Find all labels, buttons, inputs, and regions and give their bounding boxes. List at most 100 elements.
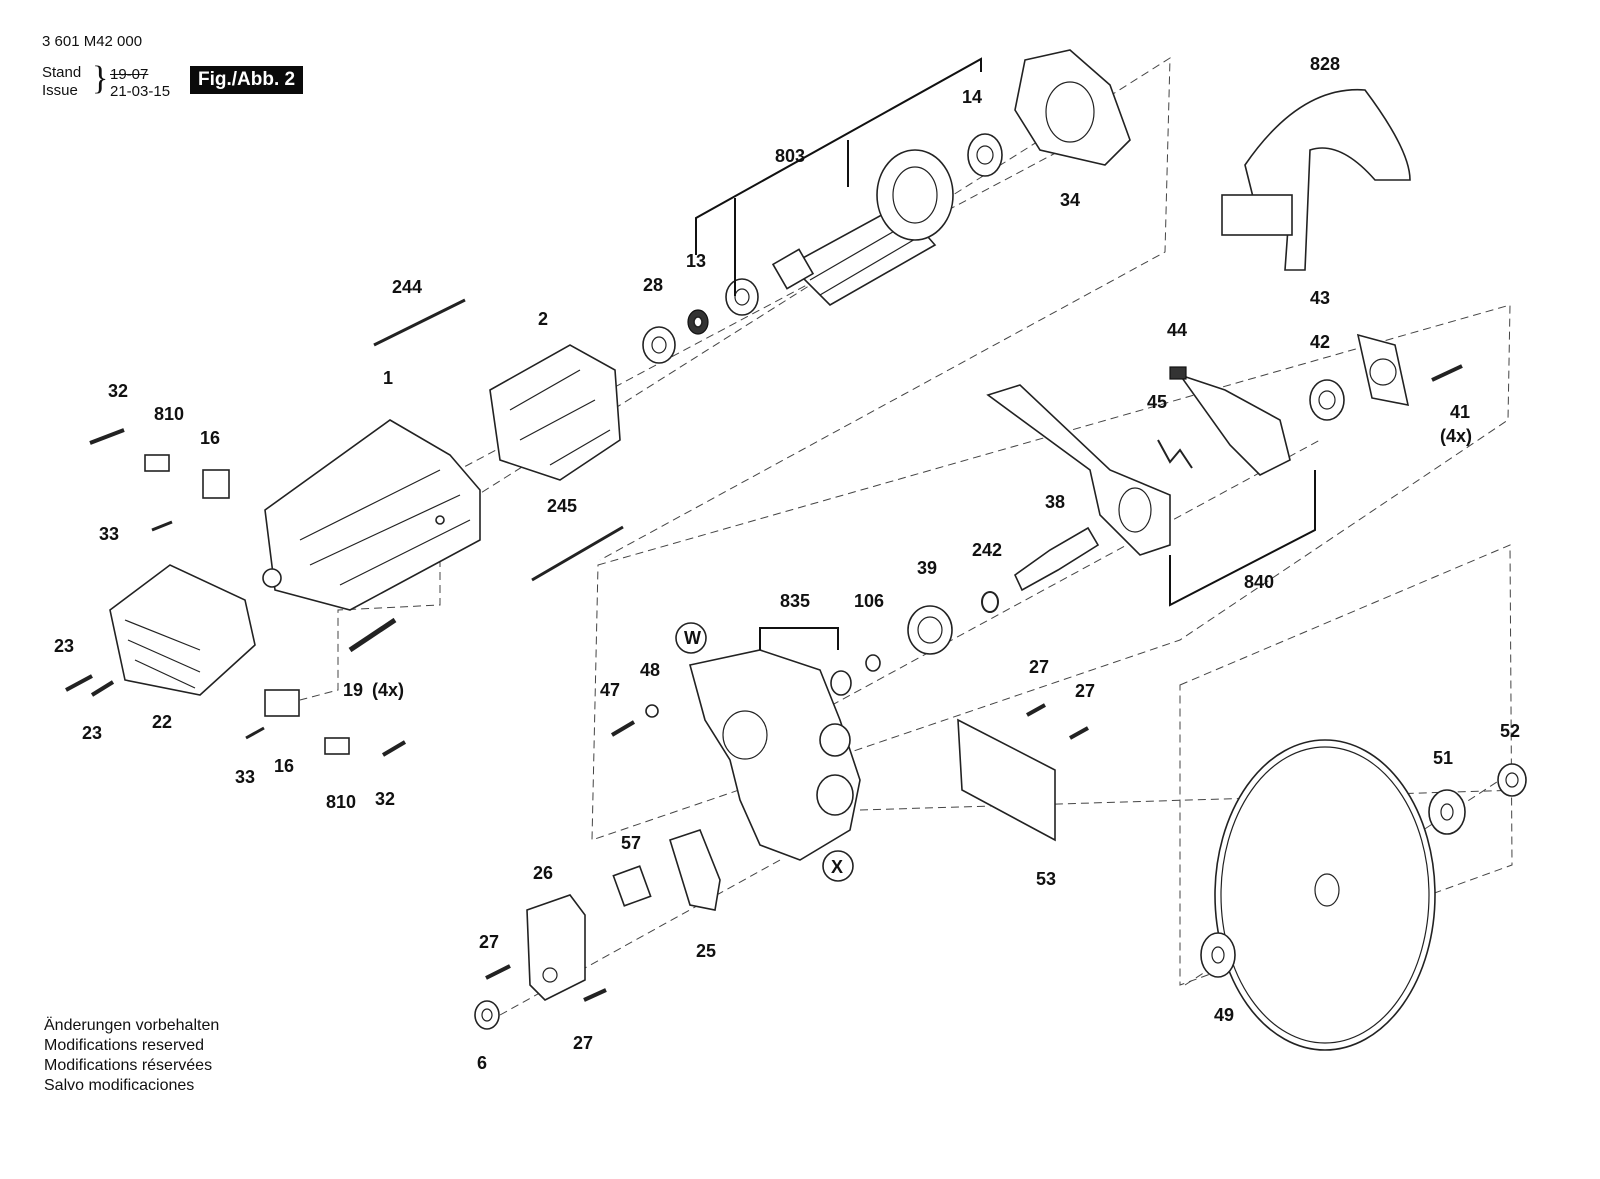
label-242: 242 <box>972 540 1002 560</box>
label-2: 2 <box>538 309 548 329</box>
screw-19 <box>348 617 397 653</box>
latch-plate-44 <box>1169 366 1291 476</box>
carbon-brush-810b <box>324 737 350 755</box>
plate-53 <box>957 718 1056 842</box>
label-244: 244 <box>392 277 422 297</box>
screw-47 <box>610 720 636 737</box>
label-38: 38 <box>1045 492 1065 512</box>
label-27c: 27 <box>1029 657 1049 677</box>
bushing-835 <box>830 670 852 696</box>
label-52: 52 <box>1500 721 1520 741</box>
flange-49 <box>1200 932 1236 978</box>
note-fr: Modifications réservées <box>44 1057 213 1074</box>
bracket-840 <box>1169 470 1316 607</box>
bearing-42 <box>1309 379 1345 421</box>
arm-840 <box>986 384 1171 556</box>
label-106: 106 <box>854 591 884 611</box>
brace-glyph: } <box>92 60 109 97</box>
label-27d: 27 <box>1075 681 1095 701</box>
note-es: Salvo modificaciones <box>44 1077 195 1094</box>
label-16b: 16 <box>274 756 294 776</box>
gearbox-housing <box>689 649 861 861</box>
modifications-notice: Änderungen vorbehalten Modifications res… <box>44 1016 219 1096</box>
issue-date: 21-03-15 <box>110 83 171 100</box>
bracket-803 <box>695 57 982 296</box>
part-57 <box>612 865 652 907</box>
motor-group-outline <box>437 57 1171 561</box>
screw-23b <box>90 680 115 697</box>
brush-holder-16 <box>202 469 230 499</box>
flange-plate-43 <box>1356 333 1410 407</box>
bearing-14 <box>967 133 1003 177</box>
assembly-line <box>299 520 441 701</box>
label-835: 835 <box>780 591 810 611</box>
brush-holder-16b <box>264 689 300 717</box>
circlip-242 <box>981 591 999 613</box>
screw-27b <box>583 988 607 1002</box>
motor-housing-part <box>262 419 481 611</box>
label-43: 43 <box>1310 288 1330 308</box>
screw-33 <box>151 520 173 532</box>
label-32a: 32 <box>108 381 128 401</box>
flange-51 <box>1428 789 1466 835</box>
gearbox-group-outline <box>591 304 1511 841</box>
label-803: 803 <box>775 146 805 166</box>
screw-41 <box>1431 364 1463 382</box>
callout-x-circle <box>822 850 854 882</box>
label-27a: 27 <box>479 932 499 952</box>
stand-date: 19-07 <box>110 66 149 83</box>
label-41: 41 <box>1450 402 1470 422</box>
label-48: 48 <box>640 660 660 680</box>
label-33a: 33 <box>99 524 119 544</box>
label-x: X <box>831 857 843 877</box>
bearing-803 <box>725 278 759 316</box>
screw-27d <box>1069 726 1089 740</box>
label-840: 840 <box>1244 572 1274 592</box>
label-51: 51 <box>1433 748 1453 768</box>
screw-27a <box>485 964 511 980</box>
label-32b: 32 <box>375 789 395 809</box>
nut-48 <box>645 704 659 718</box>
label-810a: 810 <box>154 404 184 424</box>
assembly-line <box>859 789 1521 811</box>
gear-39 <box>907 605 953 655</box>
clip-32b <box>381 740 407 757</box>
note-en: Modifications reserved <box>44 1037 205 1054</box>
label-33b: 33 <box>235 767 255 787</box>
label-49: 49 <box>1214 1005 1234 1025</box>
label-26: 26 <box>533 863 553 883</box>
label-39: 39 <box>917 558 937 578</box>
label-25: 25 <box>696 941 716 961</box>
label-53: 53 <box>1036 869 1056 889</box>
rod-244 <box>373 298 466 347</box>
label-44: 44 <box>1167 320 1187 340</box>
washer-106 <box>865 654 881 672</box>
note-de: Änderungen vorbehalten <box>44 1017 220 1034</box>
rod-245 <box>531 525 624 582</box>
label-57: 57 <box>621 833 641 853</box>
label-28: 28 <box>643 275 663 295</box>
armature-part <box>771 149 954 306</box>
label-w: W <box>684 628 701 648</box>
document-number: 3 601 M42 000 <box>42 33 143 50</box>
carbon-brush-810 <box>144 454 170 472</box>
saw-blade <box>1214 739 1436 1051</box>
screw-33b <box>245 726 265 740</box>
label-14: 14 <box>962 87 982 107</box>
fan-cover-part <box>109 564 256 696</box>
stand-label: Stand <box>42 64 82 81</box>
nut-6 <box>474 1000 500 1030</box>
label-27b: 27 <box>573 1033 593 1053</box>
part-25 <box>669 829 721 911</box>
label-22: 22 <box>152 712 172 732</box>
nut-52 <box>1497 763 1527 797</box>
assembly-line <box>269 139 1081 571</box>
label-47: 47 <box>600 680 620 700</box>
label-23b: 23 <box>82 723 102 743</box>
figure-badge: Fig./Abb. 2 <box>190 66 304 94</box>
label-6: 6 <box>477 1053 487 1073</box>
spring-45 <box>1157 439 1193 469</box>
label-41-qty: (4x) <box>1440 426 1472 446</box>
label-828: 828 <box>1310 54 1340 74</box>
